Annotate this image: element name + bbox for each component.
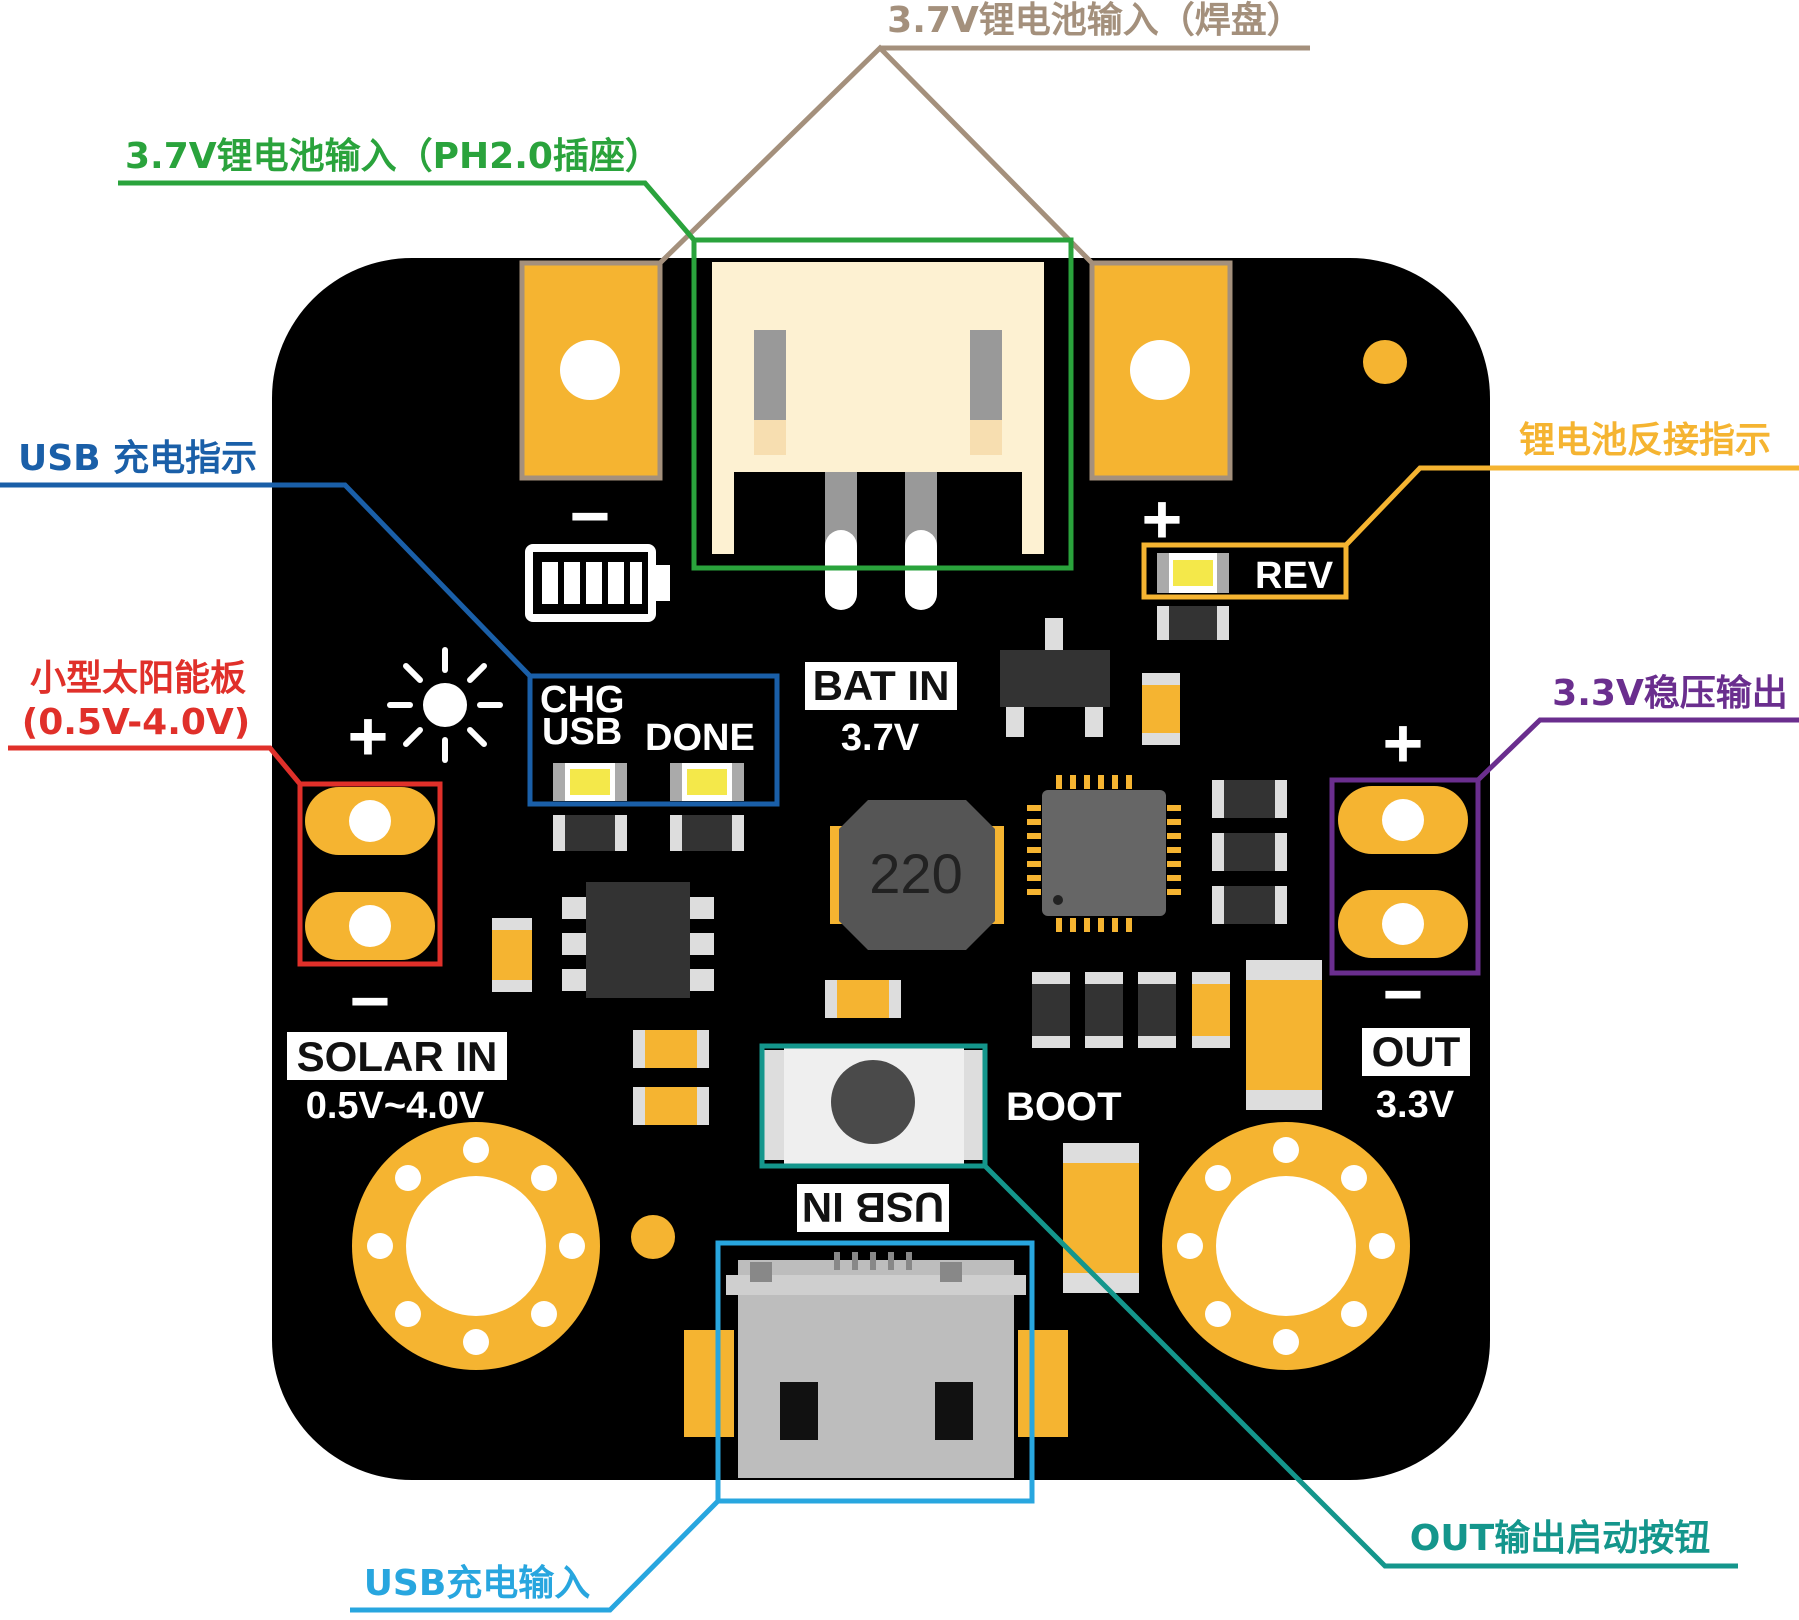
done-label: DONE: [645, 717, 755, 759]
battery-solder-pad-negative: [522, 263, 660, 478]
callout-solar-title: 小型太阳能板: [30, 658, 246, 699]
callout-battery-solder-text: 3.7V锂电池输入（焊盘）: [887, 0, 1303, 41]
resistor-right-3: [1212, 886, 1287, 924]
usb-charge-led: [553, 763, 627, 801]
usb-led-resistor: [553, 815, 627, 851]
mounting-hole-left: [352, 1122, 600, 1370]
capacitor-left: [492, 918, 532, 992]
usb-led-label: USB: [542, 711, 622, 753]
done-led: [670, 763, 744, 801]
usb-in-label: USB IN: [802, 1184, 944, 1231]
rev-led: [1157, 553, 1229, 593]
capacitor-mid-2: [633, 1087, 709, 1125]
callout-out-3v3-text: 3.3V稳压输出: [1552, 673, 1788, 714]
callout-battery-solder: [519, 44, 1310, 481]
sun-icon: [387, 647, 503, 763]
callout-out-3v3: [1329, 717, 1799, 976]
resistor-row-1: [1032, 972, 1070, 1048]
solar-minus-mark: −: [350, 962, 391, 1040]
callout-solar: [8, 745, 443, 967]
soic-chip: [562, 882, 714, 998]
bat-voltage-label: 3.7V: [841, 717, 920, 759]
capacitor-large-bottom: [1063, 1143, 1139, 1293]
done-led-resistor: [670, 815, 744, 851]
micro-usb-connector[interactable]: [684, 1252, 1068, 1478]
callout-reverse-indicator: [1141, 465, 1799, 600]
boot-button[interactable]: [762, 1045, 985, 1165]
battery-minus-mark: −: [570, 477, 611, 555]
callout-solar-range: (0.5V-4.0V): [22, 702, 251, 743]
out-minus-mark: −: [1383, 955, 1424, 1033]
callout-reverse-indicator-text: 锂电池反接指示: [1519, 420, 1771, 461]
svg-text:220: 220: [869, 842, 962, 905]
mounting-hole-right: [1162, 1122, 1410, 1370]
capacitor-large-right: [1246, 960, 1322, 1110]
resistor-row-3: [1138, 972, 1176, 1048]
out-pad-negative: [1338, 890, 1468, 958]
qfn-ic: [1027, 775, 1181, 932]
out-label: OUT: [1372, 1028, 1461, 1075]
capacitor-mid-1: [633, 1030, 709, 1068]
callout-usb-charge-indicator: [0, 482, 780, 807]
rev-label: REV: [1255, 555, 1334, 597]
bat-in-label: BAT IN: [813, 662, 950, 709]
capacitor-row: [1192, 972, 1230, 1048]
solar-voltage-label: 0.5V~4.0V: [306, 1085, 485, 1127]
sot23-transistor: [1000, 618, 1110, 737]
out-plus-mark: +: [1383, 704, 1424, 782]
fiducial-top-right: [1363, 340, 1407, 384]
out-voltage-label: 3.3V: [1376, 1084, 1455, 1126]
capacitor-small-1: [1142, 673, 1180, 745]
battery-solder-pad-positive: [1092, 263, 1230, 478]
boot-label: BOOT: [1006, 1085, 1122, 1129]
callout-usb-charge-indicator-text: USB 充电指示: [18, 438, 257, 479]
chg-label: CHG: [540, 679, 624, 721]
resistor-right-1: [1212, 780, 1287, 818]
fiducial-bottom-left: [631, 1215, 675, 1259]
solar-pad-negative: [305, 892, 435, 960]
callout-out-boot: [759, 1043, 1738, 1569]
callout-battery-ph20-text: 3.7V锂电池输入（PH2.0插座）: [125, 136, 661, 177]
callout-out-boot-text: OUT输出启动按钮: [1410, 1518, 1710, 1559]
resistor-right-2: [1212, 833, 1287, 871]
solar-pad-positive: [305, 787, 435, 855]
capacitor-center: [825, 980, 901, 1018]
solar-plus-mark: +: [348, 697, 389, 775]
out-pad-positive: [1338, 786, 1468, 854]
solar-in-label: SOLAR IN: [297, 1033, 498, 1080]
inductor: 220: [830, 800, 1004, 950]
ph20-connector: [712, 262, 1044, 610]
battery-icon: [525, 544, 670, 622]
callout-usb-input: [350, 1240, 1035, 1613]
resistor-row-2: [1085, 972, 1123, 1048]
rev-resistor: [1157, 606, 1229, 640]
callout-battery-ph20: [118, 180, 1074, 571]
callout-usb-input-text: USB充电输入: [364, 1563, 591, 1604]
